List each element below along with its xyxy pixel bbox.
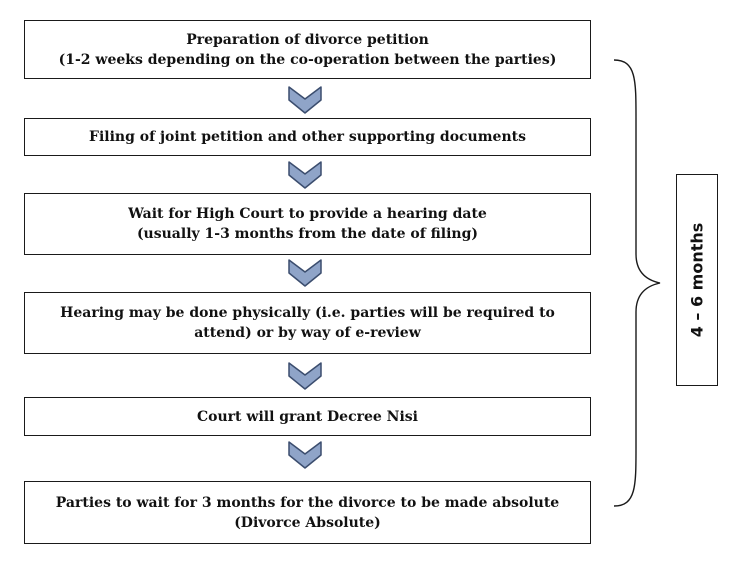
- step-4-box: Hearing may be done physically (i.e. par…: [24, 292, 591, 354]
- step-5-box: Court will grant Decree Nisi: [24, 397, 591, 436]
- step-3-detail: (usually 1-3 months from the date of fil…: [136, 226, 479, 242]
- step-1-box: Preparation of divorce petition (1-2 wee…: [24, 20, 591, 79]
- down-arrow-3: [288, 259, 322, 287]
- step-2-title: Filing of joint petition and other suppo…: [89, 129, 526, 145]
- step-1-title: Preparation of divorce petition: [186, 31, 429, 48]
- down-arrow-2: [288, 161, 322, 189]
- step-2-box: Filing of joint petition and other suppo…: [24, 118, 591, 156]
- step-6-box: Parties to wait for 3 months for the div…: [24, 481, 591, 544]
- step-3-box: Wait for High Court to provide a hearing…: [24, 193, 591, 255]
- duration-box: 4 – 6 months: [676, 174, 718, 386]
- down-arrow-1: [288, 86, 322, 114]
- step-4-title: Hearing may be done physically (i.e. par…: [60, 305, 555, 321]
- step-6-detail: (Divorce Absolute): [234, 514, 381, 531]
- duration-label: 4 – 6 months: [687, 222, 707, 338]
- step-3-title: Wait for High Court to provide a hearing…: [128, 206, 487, 222]
- step-5-title: Court will grant Decree Nisi: [197, 408, 418, 425]
- right-curly-brace: [613, 59, 661, 507]
- step-4-detail: attend) or by way of e-review: [194, 325, 421, 341]
- down-arrow-5: [288, 441, 322, 469]
- step-1-detail: (1-2 weeks depending on the co-operation…: [58, 51, 557, 68]
- down-arrow-4: [288, 362, 322, 390]
- step-6-title: Parties to wait for 3 months for the div…: [55, 494, 560, 511]
